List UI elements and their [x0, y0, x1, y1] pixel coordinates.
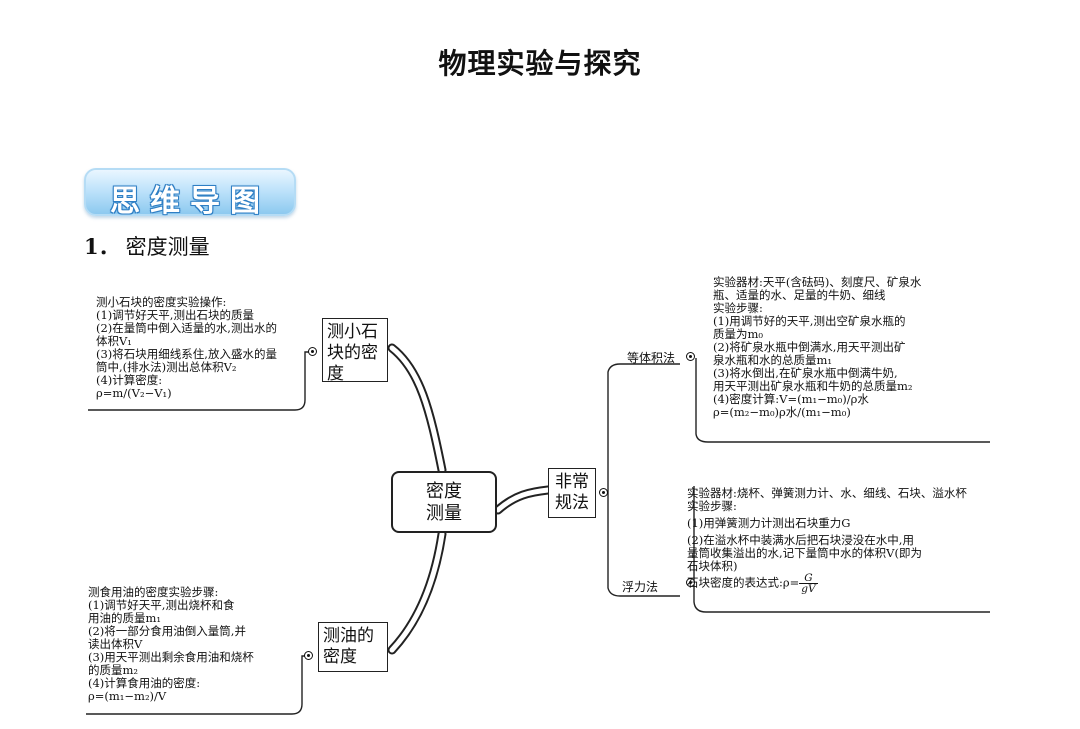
mind-map-banner: 思维导图 — [84, 168, 296, 219]
connector-center-oil — [387, 529, 447, 655]
formula-denominator: gV — [801, 583, 816, 595]
sub2-line: 石块体积) — [687, 559, 738, 573]
bracket-special-down — [607, 493, 680, 597]
sub1-line: 实验器材:天平(含砝码)、刻度尺、矿泉水 — [713, 275, 922, 289]
oil-line: 读出体积V — [88, 637, 143, 651]
formula-prefix: 石块密度的表达式:ρ= — [687, 575, 800, 590]
oil-line: 测食用油的密度实验步骤: — [88, 585, 219, 599]
stone-line: (4)计算密度: — [96, 373, 163, 387]
oil-line: 的质量m₂ — [88, 663, 139, 677]
note-equal-volume: 实验器材:天平(含砝码)、刻度尺、矿泉水 瓶、适量的水、足量的牛奶、细线 实验步… — [713, 276, 921, 419]
node-density-measurement: 密度 测量 — [391, 471, 497, 533]
sub1-line: (4)密度计算:V=(m₁−m₀)/ρ水 — [713, 392, 869, 406]
bracket-sub1 — [695, 358, 990, 443]
sub1-line: 质量为m₀ — [713, 327, 764, 341]
sub1-line: (1)用调节好的天平,测出空矿泉水瓶的 — [713, 314, 906, 328]
section-heading: 1．密度测量 — [84, 231, 210, 261]
sub2-line: (1)用弹簧测力计测出石块重力G — [687, 516, 851, 530]
stone-line: (2)在量筒中倒入适量的水,测出水的 — [96, 321, 277, 335]
sub1-line: 用天平测出矿泉水瓶和牛奶的总质量m₂ — [713, 379, 913, 393]
label-equal-volume: 等体积法 — [627, 351, 676, 365]
note-oil-steps: 测食用油的密度实验步骤: (1)调节好天平,测出烧杯和食 用油的质量m₁ (2)… — [88, 586, 254, 703]
junction-dot-equal-volume — [686, 352, 695, 361]
oil-box-line-1: 测油的 — [323, 626, 374, 646]
junction-dot-oil — [304, 651, 313, 660]
oil-line: (1)调节好天平,测出烧杯和食 — [88, 598, 235, 612]
bracket-oil — [86, 655, 306, 715]
center-line-2: 测量 — [426, 503, 462, 524]
stone-box-line-1: 测小石 — [327, 322, 378, 342]
node-stone-density: 测小石 块的密 度 — [322, 318, 388, 384]
note-buoyancy: 实验器材:烧杯、弹簧测力计、水、细线、石块、溢水杯 实验步骤: (1)用弹簧测力… — [687, 486, 967, 595]
sub1-line: (2)将矿泉水瓶中倒满水,用天平测出矿 — [713, 340, 906, 354]
formula-numerator: G — [799, 573, 818, 584]
stone-box-line-2: 块的密 — [327, 343, 378, 363]
oil-line: (2)将一部分食用油倒入量筒,并 — [88, 624, 246, 638]
stone-line: 测小石块的密度实验操作: — [96, 295, 227, 309]
stone-line: 筒中,(排水法)测出总体积V₂ — [96, 360, 237, 374]
bracket-special-up — [607, 363, 680, 493]
note-stone-steps: 测小石块的密度实验操作: (1)调节好天平,测出石块的质量 (2)在量筒中倒入适… — [96, 296, 277, 400]
sub2-line: 实验器材:烧杯、弹簧测力计、水、细线、石块、溢水杯 — [687, 486, 967, 500]
oil-line: ρ=(m₁−m₂)/V — [88, 689, 167, 703]
sub2-line: 量筒收集溢出的水,记下量筒中水的体积V(即为 — [687, 546, 922, 560]
sub2-line: 实验步骤: — [687, 499, 737, 513]
junction-dot-buoyancy — [686, 578, 695, 587]
stone-line: (1)调节好天平,测出石块的质量 — [96, 308, 254, 322]
node-oil-density: 测油的 密度 — [318, 622, 388, 672]
oil-box-line-2: 密度 — [323, 647, 357, 667]
sub1-line: 实验步骤: — [713, 301, 763, 315]
center-line-1: 密度 — [426, 481, 462, 502]
sub1-line: 泉水瓶和水的总质量m₁ — [713, 353, 833, 367]
bracket-sub2 — [693, 586, 990, 613]
section-label: 密度测量 — [125, 235, 210, 259]
stone-line: 体积V₁ — [96, 334, 132, 348]
oil-line: (3)用天平测出剩余食用油和烧杯 — [88, 650, 254, 664]
section-number: 1． — [84, 234, 120, 259]
oil-line: 用油的质量m₁ — [88, 611, 162, 625]
stone-line: ρ=m/(V₂−V₁) — [96, 386, 172, 400]
junction-dot-stone — [308, 347, 317, 356]
special-box-line-2: 规法 — [555, 493, 589, 513]
bracket-stone — [88, 351, 310, 411]
label-buoyancy: 浮力法 — [622, 580, 659, 594]
stone-box-line-3: 度 — [327, 364, 344, 384]
stone-line: (3)将石块用细线系住,放入盛水的量 — [96, 347, 277, 361]
sub1-line: ρ=(m₂−m₀)ρ水/(m₁−m₀) — [713, 405, 851, 419]
sub2-line: (2)在溢水杯中装满水后把石块浸没在水中,用 — [687, 533, 914, 547]
sub1-line: 瓶、适量的水、足量的牛奶、细线 — [713, 288, 886, 302]
junction-dot-special — [599, 488, 608, 497]
sub1-line: (3)将水倒出,在矿泉水瓶中倒满牛奶, — [713, 366, 898, 380]
banner-text: 思维导图 — [110, 184, 270, 219]
connector-center-stone — [387, 343, 447, 475]
node-special-method: 非常 规法 — [548, 468, 596, 518]
special-box-line-1: 非常 — [555, 472, 589, 492]
page-title: 物理实验与探究 — [438, 47, 642, 80]
oil-line: (4)计算食用油的密度: — [88, 676, 201, 690]
